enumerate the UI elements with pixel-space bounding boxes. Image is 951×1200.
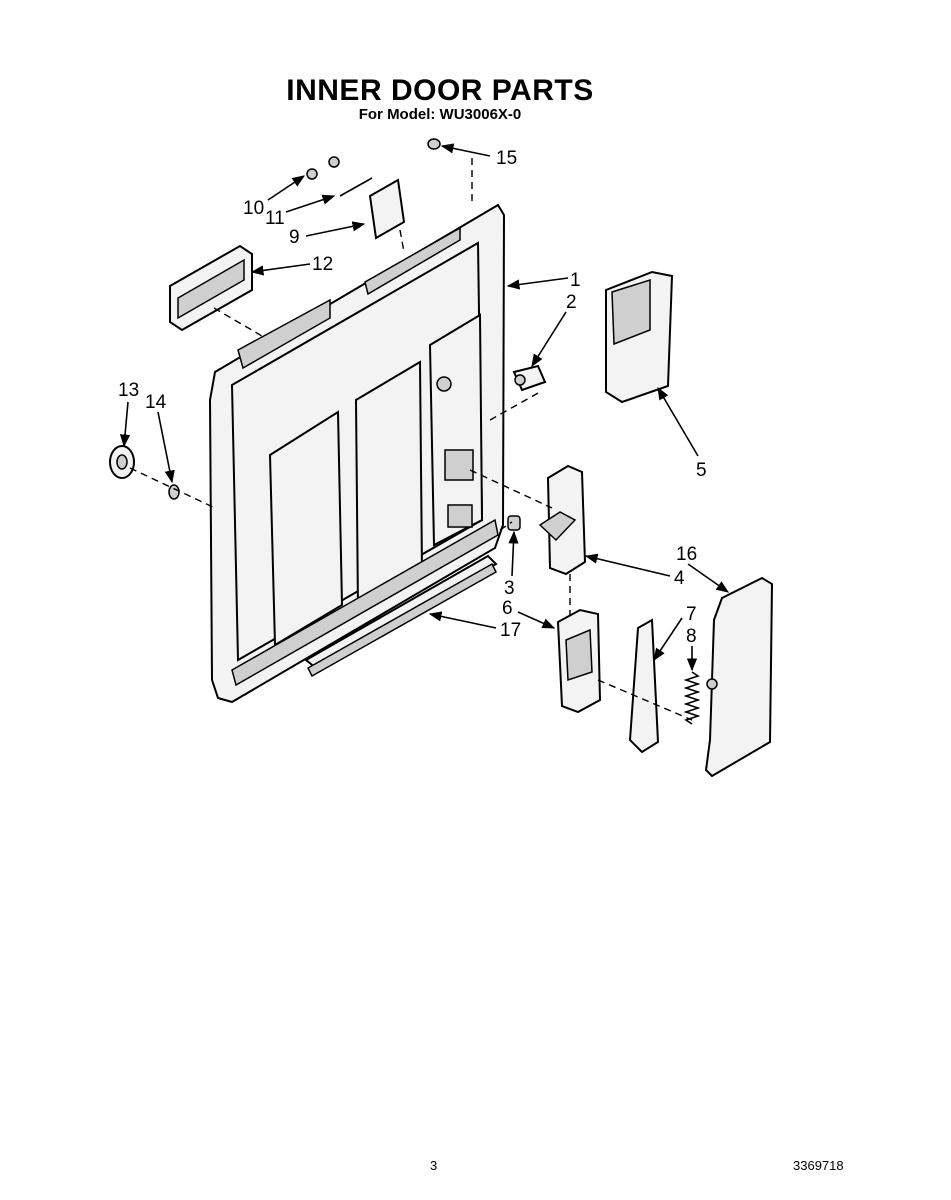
callout-14: 14 (145, 392, 167, 413)
handle-insert (169, 244, 253, 332)
callout-2: 2 (566, 292, 577, 313)
side-panel (704, 576, 774, 778)
callout-13: 13 (118, 380, 139, 401)
document-number: 3369718 (793, 1158, 844, 1173)
latch-cover (605, 270, 674, 404)
callout-labels: 15 10 11 9 12 1 2 13 14 5 16 4 3 6 17 7 … (118, 148, 707, 647)
leader-lines (119, 143, 730, 672)
washer (168, 484, 180, 500)
callout-3: 3 (504, 578, 515, 599)
model-subtitle: For Model: WU3006X-0 (358, 106, 522, 123)
assembly-lines (129, 158, 693, 721)
callout-7: 7 (686, 604, 697, 625)
callout-12: 12 (312, 254, 333, 275)
screw (427, 138, 441, 150)
latch-housing (556, 608, 602, 714)
callout-9: 9 (289, 227, 300, 248)
page-title: INNER DOOR PARTS (286, 74, 594, 107)
screws (306, 156, 340, 180)
lower-trim-strip (304, 554, 498, 678)
callout-5: 5 (696, 460, 707, 481)
callout-17: 17 (500, 620, 521, 641)
inner-door-panel (208, 203, 506, 704)
callout-1: 1 (570, 270, 581, 291)
vent-cover (368, 178, 406, 240)
knob (109, 445, 135, 479)
spring (683, 671, 701, 725)
callout-15: 15 (496, 148, 517, 169)
actuator-bar (628, 618, 660, 754)
bumper (507, 515, 521, 531)
callout-11: 11 (265, 208, 285, 229)
latch-assembly (538, 464, 587, 576)
callout-8: 8 (686, 626, 697, 647)
latch-catch (512, 364, 547, 392)
callout-16: 16 (676, 544, 697, 565)
link-rod (339, 177, 373, 197)
callout-10: 10 (243, 198, 264, 219)
page-number: 3 (430, 1158, 438, 1173)
callout-6: 6 (502, 598, 513, 619)
callout-4: 4 (674, 568, 685, 589)
